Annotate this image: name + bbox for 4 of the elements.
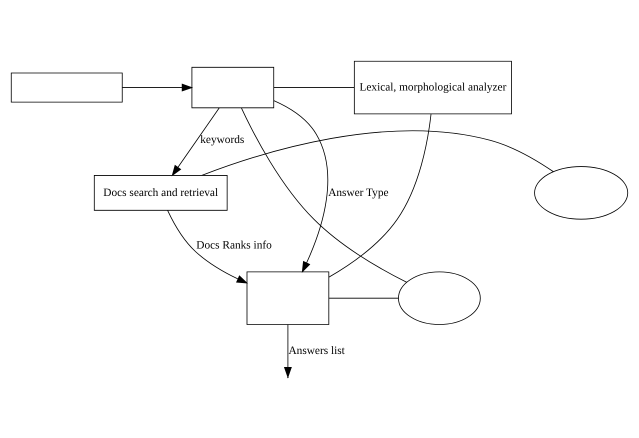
edge-label: Docs Ranks info [196, 239, 272, 252]
edge-label: keywords [200, 134, 244, 146]
edge-label: Answer Type [328, 186, 389, 198]
edge-label: Answers list [288, 344, 345, 356]
